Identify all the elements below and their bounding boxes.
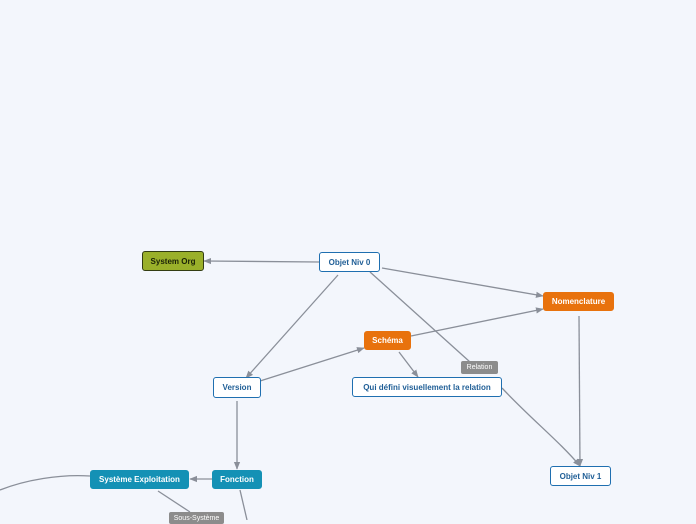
node-objet-niv-0[interactable]: Objet Niv 0 bbox=[319, 252, 380, 272]
node-schema[interactable]: Schéma bbox=[364, 331, 411, 350]
edge-objet0-version bbox=[245, 274, 339, 379]
node-fonction[interactable]: Fonction bbox=[212, 470, 262, 489]
edge-objet0-relation bbox=[369, 271, 471, 363]
edge-sysexpl-soussysteme bbox=[157, 490, 191, 513]
node-systeme-exploitation[interactable]: Système Exploitation bbox=[90, 470, 189, 489]
edge-label-sous-systeme[interactable]: Sous-Système bbox=[169, 512, 224, 524]
edge-nomenclature-objet1 bbox=[576, 315, 584, 467]
node-qui-defini-visuellement-la-relation[interactable]: Qui défini visuellement la relation bbox=[352, 377, 502, 397]
edge-schema-qui-defini bbox=[398, 351, 419, 378]
node-nomenclature[interactable]: Nomenclature bbox=[543, 292, 614, 311]
edge-qui-defini-objet1 bbox=[501, 387, 581, 467]
edge-schema-nomenclature bbox=[410, 307, 544, 337]
edge-objet0-systemorg bbox=[203, 257, 320, 265]
edge-fonction-offscreen bbox=[239, 489, 248, 520]
node-system-org[interactable]: System Org bbox=[142, 251, 204, 271]
edge-label-relation[interactable]: Relation bbox=[461, 361, 498, 374]
edge-objet0-nomenclature bbox=[381, 267, 544, 298]
node-objet-niv-1[interactable]: Objet Niv 1 bbox=[550, 466, 611, 486]
edge-version-schema bbox=[259, 347, 365, 382]
edge-sysexpl-offscreen bbox=[0, 474, 91, 491]
node-version[interactable]: Version bbox=[213, 377, 261, 398]
